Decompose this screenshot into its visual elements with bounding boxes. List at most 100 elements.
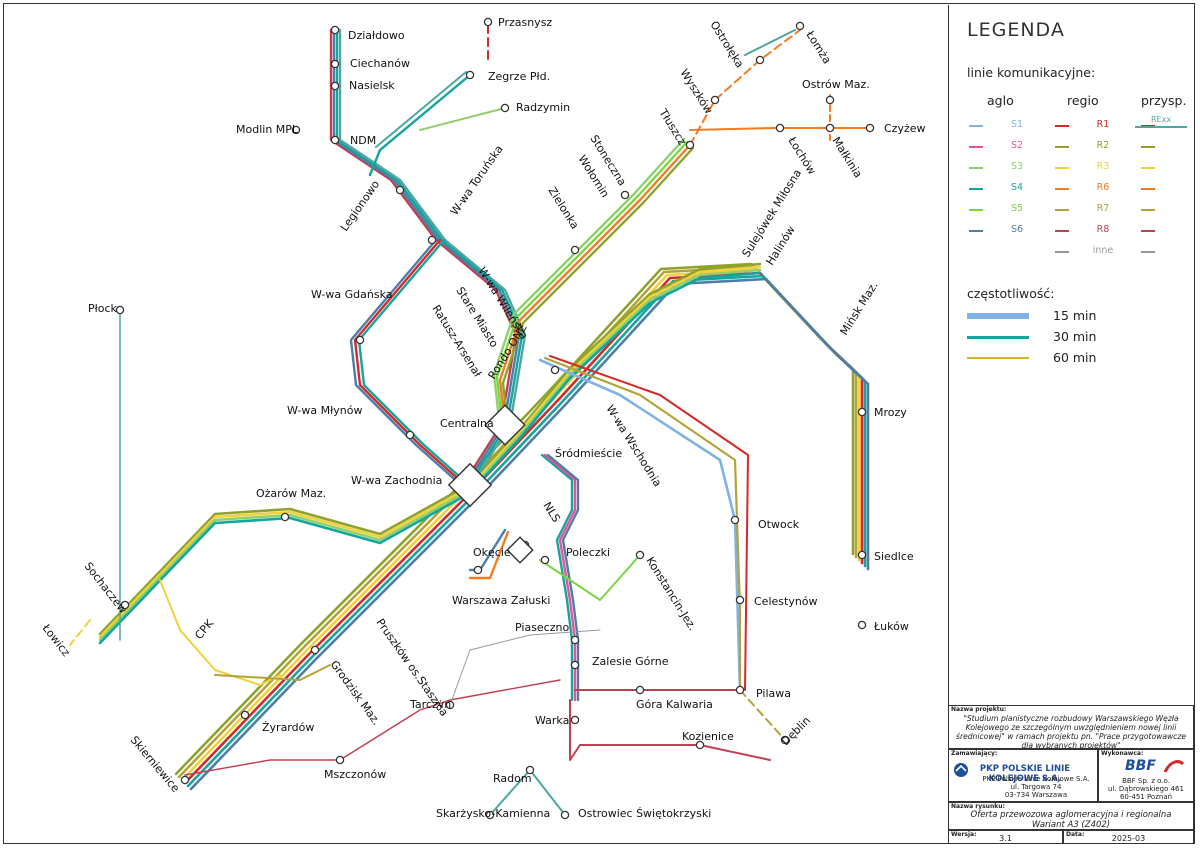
station-marker — [355, 335, 365, 345]
station-label: Ostrowiec Świętokrzyski — [578, 807, 711, 820]
drawing-cell: Nazwa rysunku: Oferta przewozowa aglomer… — [948, 802, 1194, 830]
station-label: Ożarów Maz. — [256, 487, 326, 500]
station-marker — [115, 305, 125, 315]
station-label: Konstancin-Jez. — [643, 555, 699, 633]
route-line-inne — [184, 679, 561, 776]
station-label: Piaseczno — [515, 621, 569, 634]
legend-item-label: R7 — [1096, 203, 1110, 214]
station-label: Przasnysz — [498, 16, 552, 29]
legend-swatch — [969, 188, 983, 190]
station-marker — [540, 555, 550, 565]
station-marker — [120, 600, 130, 610]
route-line-s4 — [357, 238, 471, 487]
station-marker — [280, 512, 290, 522]
drawing-frame — [3, 3, 1195, 844]
station-label: Zalesie Górne — [592, 655, 669, 668]
legend-swatch — [1141, 230, 1155, 232]
legend-swatch — [969, 167, 983, 169]
route-line-r6 — [689, 29, 801, 146]
station-marker — [550, 365, 560, 375]
route-line-rexx — [744, 29, 796, 56]
station-marker — [857, 550, 867, 560]
station-label: Działdowo — [348, 29, 405, 42]
route-line-rexx — [338, 28, 527, 482]
date-caption: Data: — [1066, 831, 1085, 838]
route-line-s3 — [492, 137, 686, 421]
station-marker — [330, 135, 340, 145]
station-label: Nasielsk — [349, 79, 395, 92]
legend-freq-item: 30 min — [967, 329, 1187, 345]
station-marker — [525, 765, 535, 775]
interchange-hub — [484, 404, 526, 446]
station-marker — [445, 700, 455, 710]
client-caption: Zamawiający: — [951, 750, 998, 757]
title-block: Nazwa projektu: "Studium planistyczne ro… — [948, 705, 1194, 844]
station-label: Siedlce — [874, 550, 914, 563]
client-addr2: ul. Targowa 74 — [1010, 783, 1062, 791]
bbf-swoosh-icon — [1163, 760, 1185, 773]
station-marker — [483, 17, 493, 27]
contractor-addr1: ul. Dąbrowskiego 461 — [1108, 785, 1184, 793]
route-line-s5 — [495, 140, 689, 424]
legend-swatch — [1141, 251, 1155, 253]
station-marker — [570, 715, 580, 725]
pkp-logo-icon — [954, 763, 968, 777]
station-label: Grodzisk Maz. — [328, 658, 383, 727]
station-label: Mszczonów — [324, 768, 386, 781]
station-label: Radom — [493, 772, 532, 785]
route-line-s5 — [539, 554, 641, 601]
route-line-s2 — [543, 453, 577, 702]
route-line-s3 — [419, 107, 506, 131]
legend-item-label: R8 — [1096, 224, 1110, 235]
route-line-s4 — [98, 271, 762, 645]
station-marker — [570, 660, 580, 670]
date-cell: Data: 2025-03 — [1063, 830, 1194, 844]
legend-col-regio: regio — [1067, 93, 1099, 108]
client-addr1: PKP Polskie Linie Kolejowe S.A. — [982, 775, 1090, 783]
station-marker — [780, 735, 790, 745]
station-marker — [857, 407, 867, 417]
route-line-s4 — [368, 73, 472, 177]
station-marker — [330, 81, 340, 91]
station-marker — [291, 125, 301, 135]
station-marker — [620, 190, 630, 200]
contractor-addr2: 60-451 Poznań — [1119, 793, 1173, 801]
legend-item-r7: R7 — [1055, 203, 1165, 216]
station-label: Czyżew — [884, 122, 926, 135]
station-label: Mrozy — [874, 406, 907, 419]
legend-freq-bar — [967, 313, 1029, 319]
legend-swatch — [1055, 209, 1069, 211]
station-marker — [560, 810, 570, 820]
version-value: 3.1 — [999, 834, 1012, 843]
route-line-s4 — [186, 274, 867, 788]
route-line-s4 — [335, 28, 524, 482]
station-marker — [330, 59, 340, 69]
station-label: Małkinia — [829, 135, 864, 181]
station-label: W-wa Toruńska — [448, 143, 506, 218]
station-label: Okęcie — [473, 546, 511, 559]
legend-swatch — [1055, 251, 1069, 253]
route-line-r6 — [498, 143, 692, 427]
station-marker — [570, 245, 580, 255]
station-label: Zielonka — [545, 185, 581, 232]
legend-item-r3: R3 — [1055, 161, 1165, 174]
legend-swatch — [969, 230, 983, 232]
legend-item-r6: R6 — [1055, 182, 1165, 195]
station-label: Modlin MPL — [236, 123, 299, 136]
route-line-s3 — [98, 268, 762, 642]
legend-freq-label: 60 min — [1053, 350, 1097, 365]
station-marker — [730, 515, 740, 525]
legend-item-label: inne — [1092, 245, 1114, 256]
legend-item-label: RExx — [1151, 115, 1172, 124]
legend-title: LEGENDA — [967, 19, 1065, 41]
legend-swatch — [1055, 167, 1069, 169]
station-marker — [330, 25, 340, 35]
station-label: NLS — [540, 500, 562, 525]
station-marker — [635, 550, 645, 560]
drawing-caption: Nazwa rysunku: — [951, 803, 1005, 810]
route-line-r1 — [549, 355, 749, 691]
station-marker — [485, 810, 495, 820]
station-label: Góra Kalwaria — [636, 698, 713, 711]
legend-freq-label: 15 min — [1053, 308, 1097, 323]
